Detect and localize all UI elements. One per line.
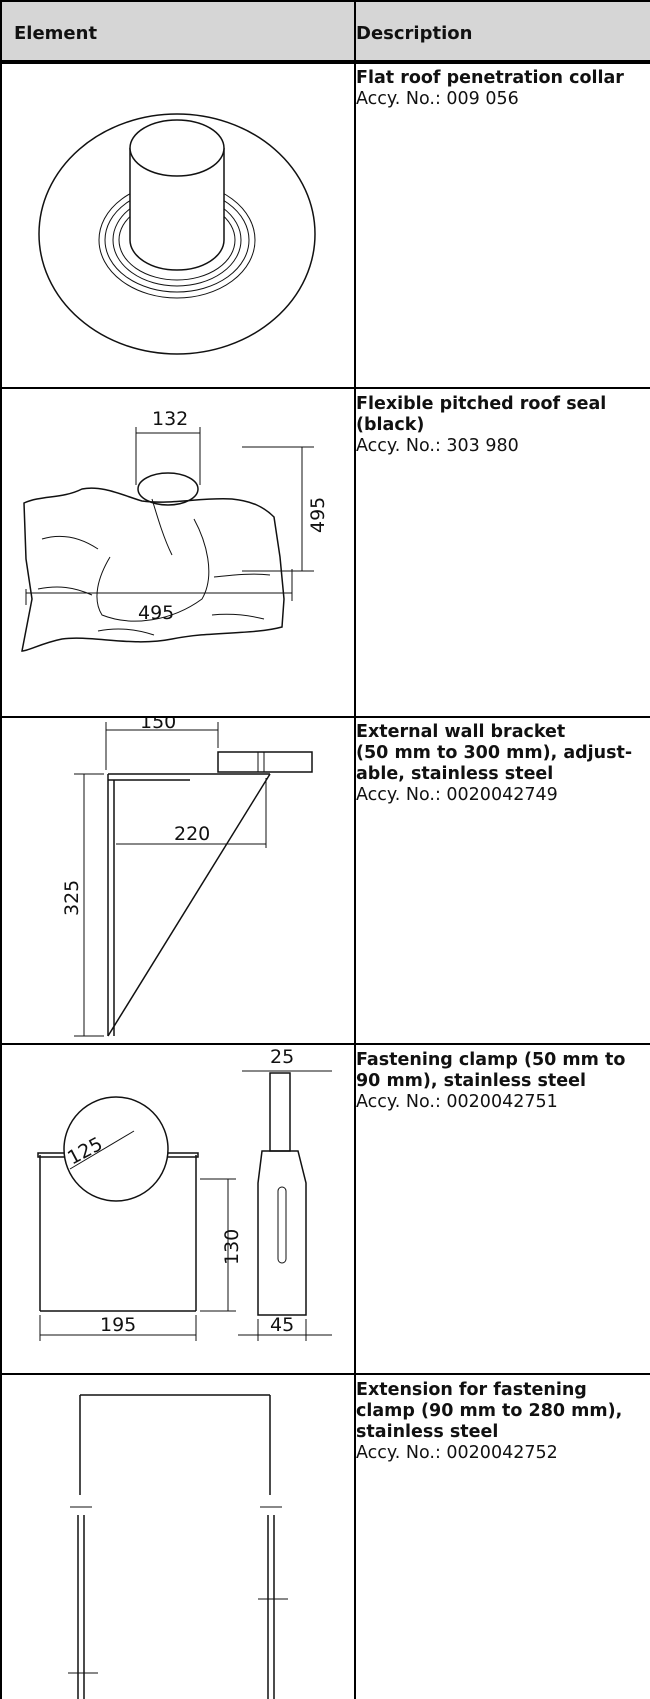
dimension-label-150: 150 xyxy=(140,718,176,733)
dimension-line xyxy=(69,1130,135,1170)
flat-roof-collar-drawing xyxy=(38,113,316,355)
row-5-title: Extension for fastening clamp (90 mm to … xyxy=(356,1380,623,1442)
seal-opening xyxy=(137,472,199,506)
clamp-side-view-slot xyxy=(277,1186,287,1264)
clamp-side-view-top xyxy=(269,1072,291,1152)
seal-sheet-outline xyxy=(21,487,285,652)
header-description: Description xyxy=(356,23,473,44)
collar-pipe-top xyxy=(129,119,225,177)
row-3-accy: Accy. No.: 0020042749 xyxy=(356,785,558,805)
row-divider xyxy=(0,387,650,389)
row-1-accy: Accy. No.: 009 056 xyxy=(356,89,519,109)
seal-fold xyxy=(151,498,173,556)
table-column-divider xyxy=(354,0,356,1699)
row-5-accy: Accy. No.: 0020042752 xyxy=(356,1443,558,1463)
row-1-title: Flat roof penetration collar xyxy=(356,68,624,88)
row-divider xyxy=(0,716,650,718)
row-4-description: Fastening clamp (50 mm to 90 mm), stainl… xyxy=(356,1050,650,1113)
row-divider xyxy=(0,62,650,64)
seal-fold xyxy=(37,586,93,596)
header-element-cell: Element xyxy=(0,0,354,62)
wall-bracket-drawing: 150 220 325 xyxy=(61,718,313,1037)
header-element: Element xyxy=(14,23,98,44)
bracket-strut xyxy=(107,773,271,1037)
clamp-ring xyxy=(63,1096,169,1202)
seal-cone xyxy=(96,518,210,622)
dimension-label-325: 325 xyxy=(61,880,83,916)
row-2-description: Flexible pitched roof seal (black) Accy.… xyxy=(356,394,650,457)
collar-outer-ellipse xyxy=(38,113,316,355)
row-4-accy: Accy. No.: 0020042751 xyxy=(356,1092,558,1112)
row-1-description: Flat roof penetration collar Accy. No.: … xyxy=(356,68,650,110)
dimension-label-195: 195 xyxy=(100,1314,136,1336)
dimension-label-495-vertical: 495 xyxy=(307,497,329,533)
table-border-left xyxy=(0,0,2,1699)
dimension-label-45: 45 xyxy=(270,1314,294,1336)
row-divider xyxy=(0,1043,650,1045)
row-2-title: Flexible pitched roof seal (black) xyxy=(356,394,607,435)
row-2-accy: Accy. No.: 303 980 xyxy=(356,436,519,456)
pitched-roof-seal-drawing: 132 495 495 xyxy=(21,408,329,652)
seal-fold xyxy=(213,573,271,578)
row-4-title: Fastening clamp (50 mm to 90 mm), stainl… xyxy=(356,1050,626,1091)
row-5-description: Extension for fastening clamp (90 mm to … xyxy=(356,1380,650,1464)
row-divider xyxy=(0,1373,650,1375)
clamp-side-view-body xyxy=(257,1150,307,1316)
dimension-label-132: 132 xyxy=(152,408,188,430)
dimension-label-495-horizontal: 495 xyxy=(138,602,174,624)
collar-pipe-body xyxy=(129,148,225,271)
bracket-clamp-head xyxy=(217,751,313,773)
row-3-description: External wall bracket (50 mm to 300 mm),… xyxy=(356,722,650,806)
dimension-label-25: 25 xyxy=(270,1046,294,1068)
seal-fold xyxy=(41,535,99,550)
dimension-label-130: 130 xyxy=(221,1229,243,1265)
clamp-extension-drawing xyxy=(68,1394,288,1699)
table-border-top xyxy=(0,0,650,2)
seal-fold xyxy=(97,628,155,636)
fastening-clamp-drawing: 125 130 195 25 45 xyxy=(37,1046,332,1341)
seal-fold xyxy=(211,613,265,620)
dimension-label-220: 220 xyxy=(174,823,210,845)
header-description-cell: Description xyxy=(356,0,650,62)
row-3-title: External wall bracket (50 mm to 300 mm),… xyxy=(356,722,633,784)
